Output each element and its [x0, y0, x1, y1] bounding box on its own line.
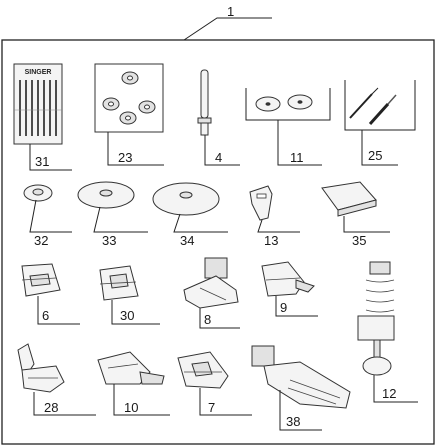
spool-cap-small-icon — [23, 184, 53, 202]
part-number-32: 32 — [34, 233, 48, 248]
kit-callout: 1 — [183, 4, 272, 41]
part-number-8: 8 — [204, 312, 211, 327]
buttonhole-foot-small-icon — [183, 257, 239, 309]
needle-pack-icon: SINGER — [13, 63, 63, 145]
callout-10: 10 — [113, 384, 170, 416]
part-number-25: 25 — [368, 148, 382, 163]
buttonhole-foot-icon — [251, 345, 351, 409]
part-number-33: 33 — [102, 233, 116, 248]
callout-31: 31 — [29, 144, 72, 171]
callout-38: 38 — [279, 390, 322, 431]
kit-number: 1 — [227, 4, 234, 19]
callout-35: 35 — [343, 216, 390, 248]
part-number-35: 35 — [352, 233, 366, 248]
callout-4: 4 — [204, 135, 240, 166]
callout-33: 33 — [93, 206, 148, 248]
button-foot-icon — [17, 343, 65, 393]
hemmer-foot-icon — [261, 261, 315, 297]
callout-6: 6 — [37, 296, 80, 325]
kit-frame — [1, 39, 435, 445]
callout-28: 28 — [33, 392, 96, 416]
rolled-hem-foot-icon — [97, 351, 165, 385]
callout-30: 30 — [111, 300, 160, 325]
screwdriver-icon — [249, 185, 273, 221]
spool-pin-icon — [197, 69, 212, 136]
callout-23: 23 — [107, 132, 164, 166]
part-number-12: 12 — [382, 386, 396, 401]
spool-cap-medium-icon — [77, 181, 135, 209]
callout-25: 25 — [361, 130, 398, 166]
part-number-31: 31 — [35, 154, 49, 169]
needle-pack-brand: SINGER — [25, 69, 52, 76]
darning-foot-icon — [357, 261, 395, 376]
felt-washers-icon — [245, 88, 331, 121]
callout-13: 13 — [257, 219, 300, 248]
callout-12: 12 — [373, 375, 418, 403]
part-number-38: 38 — [286, 414, 300, 429]
edge-guide-icon — [321, 181, 377, 217]
part-number-13: 13 — [264, 233, 278, 248]
part-number-6: 6 — [42, 308, 49, 323]
spool-cap-large-icon — [152, 182, 220, 216]
part-number-34: 34 — [180, 233, 194, 248]
callout-9: 9 — [275, 296, 318, 317]
seam-ripper-brush-icon — [344, 80, 416, 131]
part-number-28: 28 — [44, 400, 58, 415]
bobbins-icon — [94, 63, 164, 133]
part-number-23: 23 — [118, 150, 132, 165]
callout-11: 11 — [277, 120, 322, 166]
callout-7: 7 — [199, 388, 252, 416]
callout-34: 34 — [173, 213, 228, 248]
part-number-7: 7 — [208, 400, 215, 415]
part-number-11: 11 — [290, 150, 304, 165]
callout-32: 32 — [29, 199, 72, 248]
part-number-10: 10 — [124, 400, 138, 415]
part-number-30: 30 — [120, 308, 134, 323]
part-number-4: 4 — [215, 150, 222, 165]
part-number-9: 9 — [280, 300, 287, 315]
overcast-foot-icon — [177, 351, 229, 389]
satin-foot-icon — [99, 265, 139, 301]
zipper-foot-icon — [21, 263, 61, 297]
callout-8: 8 — [199, 308, 240, 329]
